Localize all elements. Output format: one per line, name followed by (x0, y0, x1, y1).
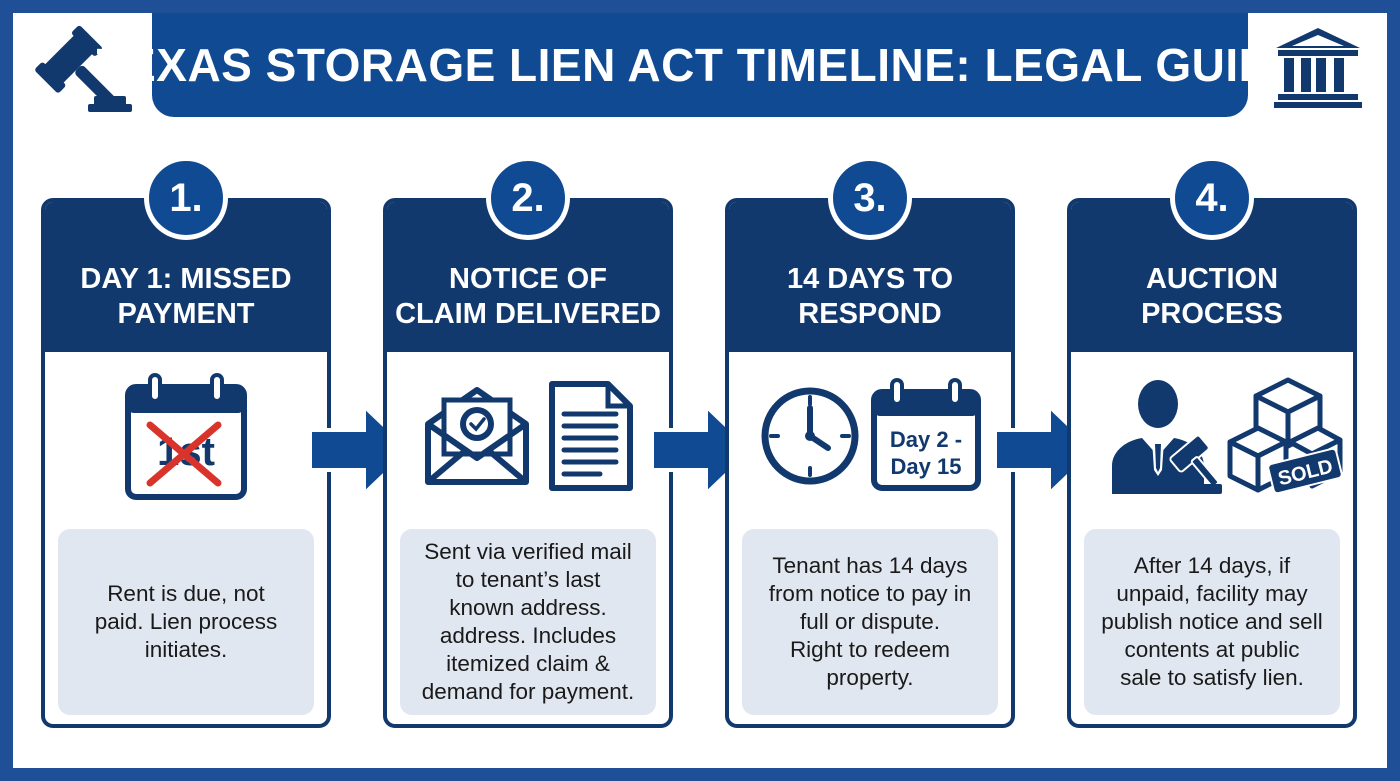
step-title: AUCTION PROCESS (1141, 263, 1283, 330)
step-number-badge: 4. (1170, 156, 1254, 240)
calendar-date-range: Day 2 - Day 15 (889, 427, 963, 479)
step-number-badge: 2. (486, 156, 570, 240)
step-number-badge: 1. (144, 156, 228, 240)
gavel-icon (35, 25, 132, 112)
document-icon (549, 381, 633, 491)
step-description: Tenant has 14 days from notice to pay in… (742, 529, 998, 715)
courthouse-icon (1274, 28, 1362, 108)
page-title: TEXAS STORAGE LIEN ACT TIMELINE: LEGAL G… (96, 39, 1304, 91)
calendar-icon (871, 378, 981, 491)
step-number-badge: 3. (828, 156, 912, 240)
step-description: After 14 days, if unpaid, facility may p… (1084, 529, 1340, 715)
step-description: Sent via verified mail to tenant’s last … (400, 529, 656, 715)
auctioneer-icon (1112, 380, 1222, 494)
title-bar: TEXAS STORAGE LIEN ACT TIMELINE: LEGAL G… (97, 13, 1303, 117)
clock-icon (761, 387, 859, 485)
step-description: Rent is due, not paid. Lien process init… (58, 529, 314, 715)
step-title: 14 DAYS TO RESPOND (786, 263, 954, 330)
calendar-icon: 1st (125, 373, 247, 500)
boxes-icon: SOLD (1227, 377, 1343, 495)
step-title: NOTICE OF CLAIM DELIVERED (395, 263, 661, 330)
step-title: DAY 1: MISSED PAYMENT (80, 263, 292, 330)
certified-mail-icon (425, 387, 529, 485)
